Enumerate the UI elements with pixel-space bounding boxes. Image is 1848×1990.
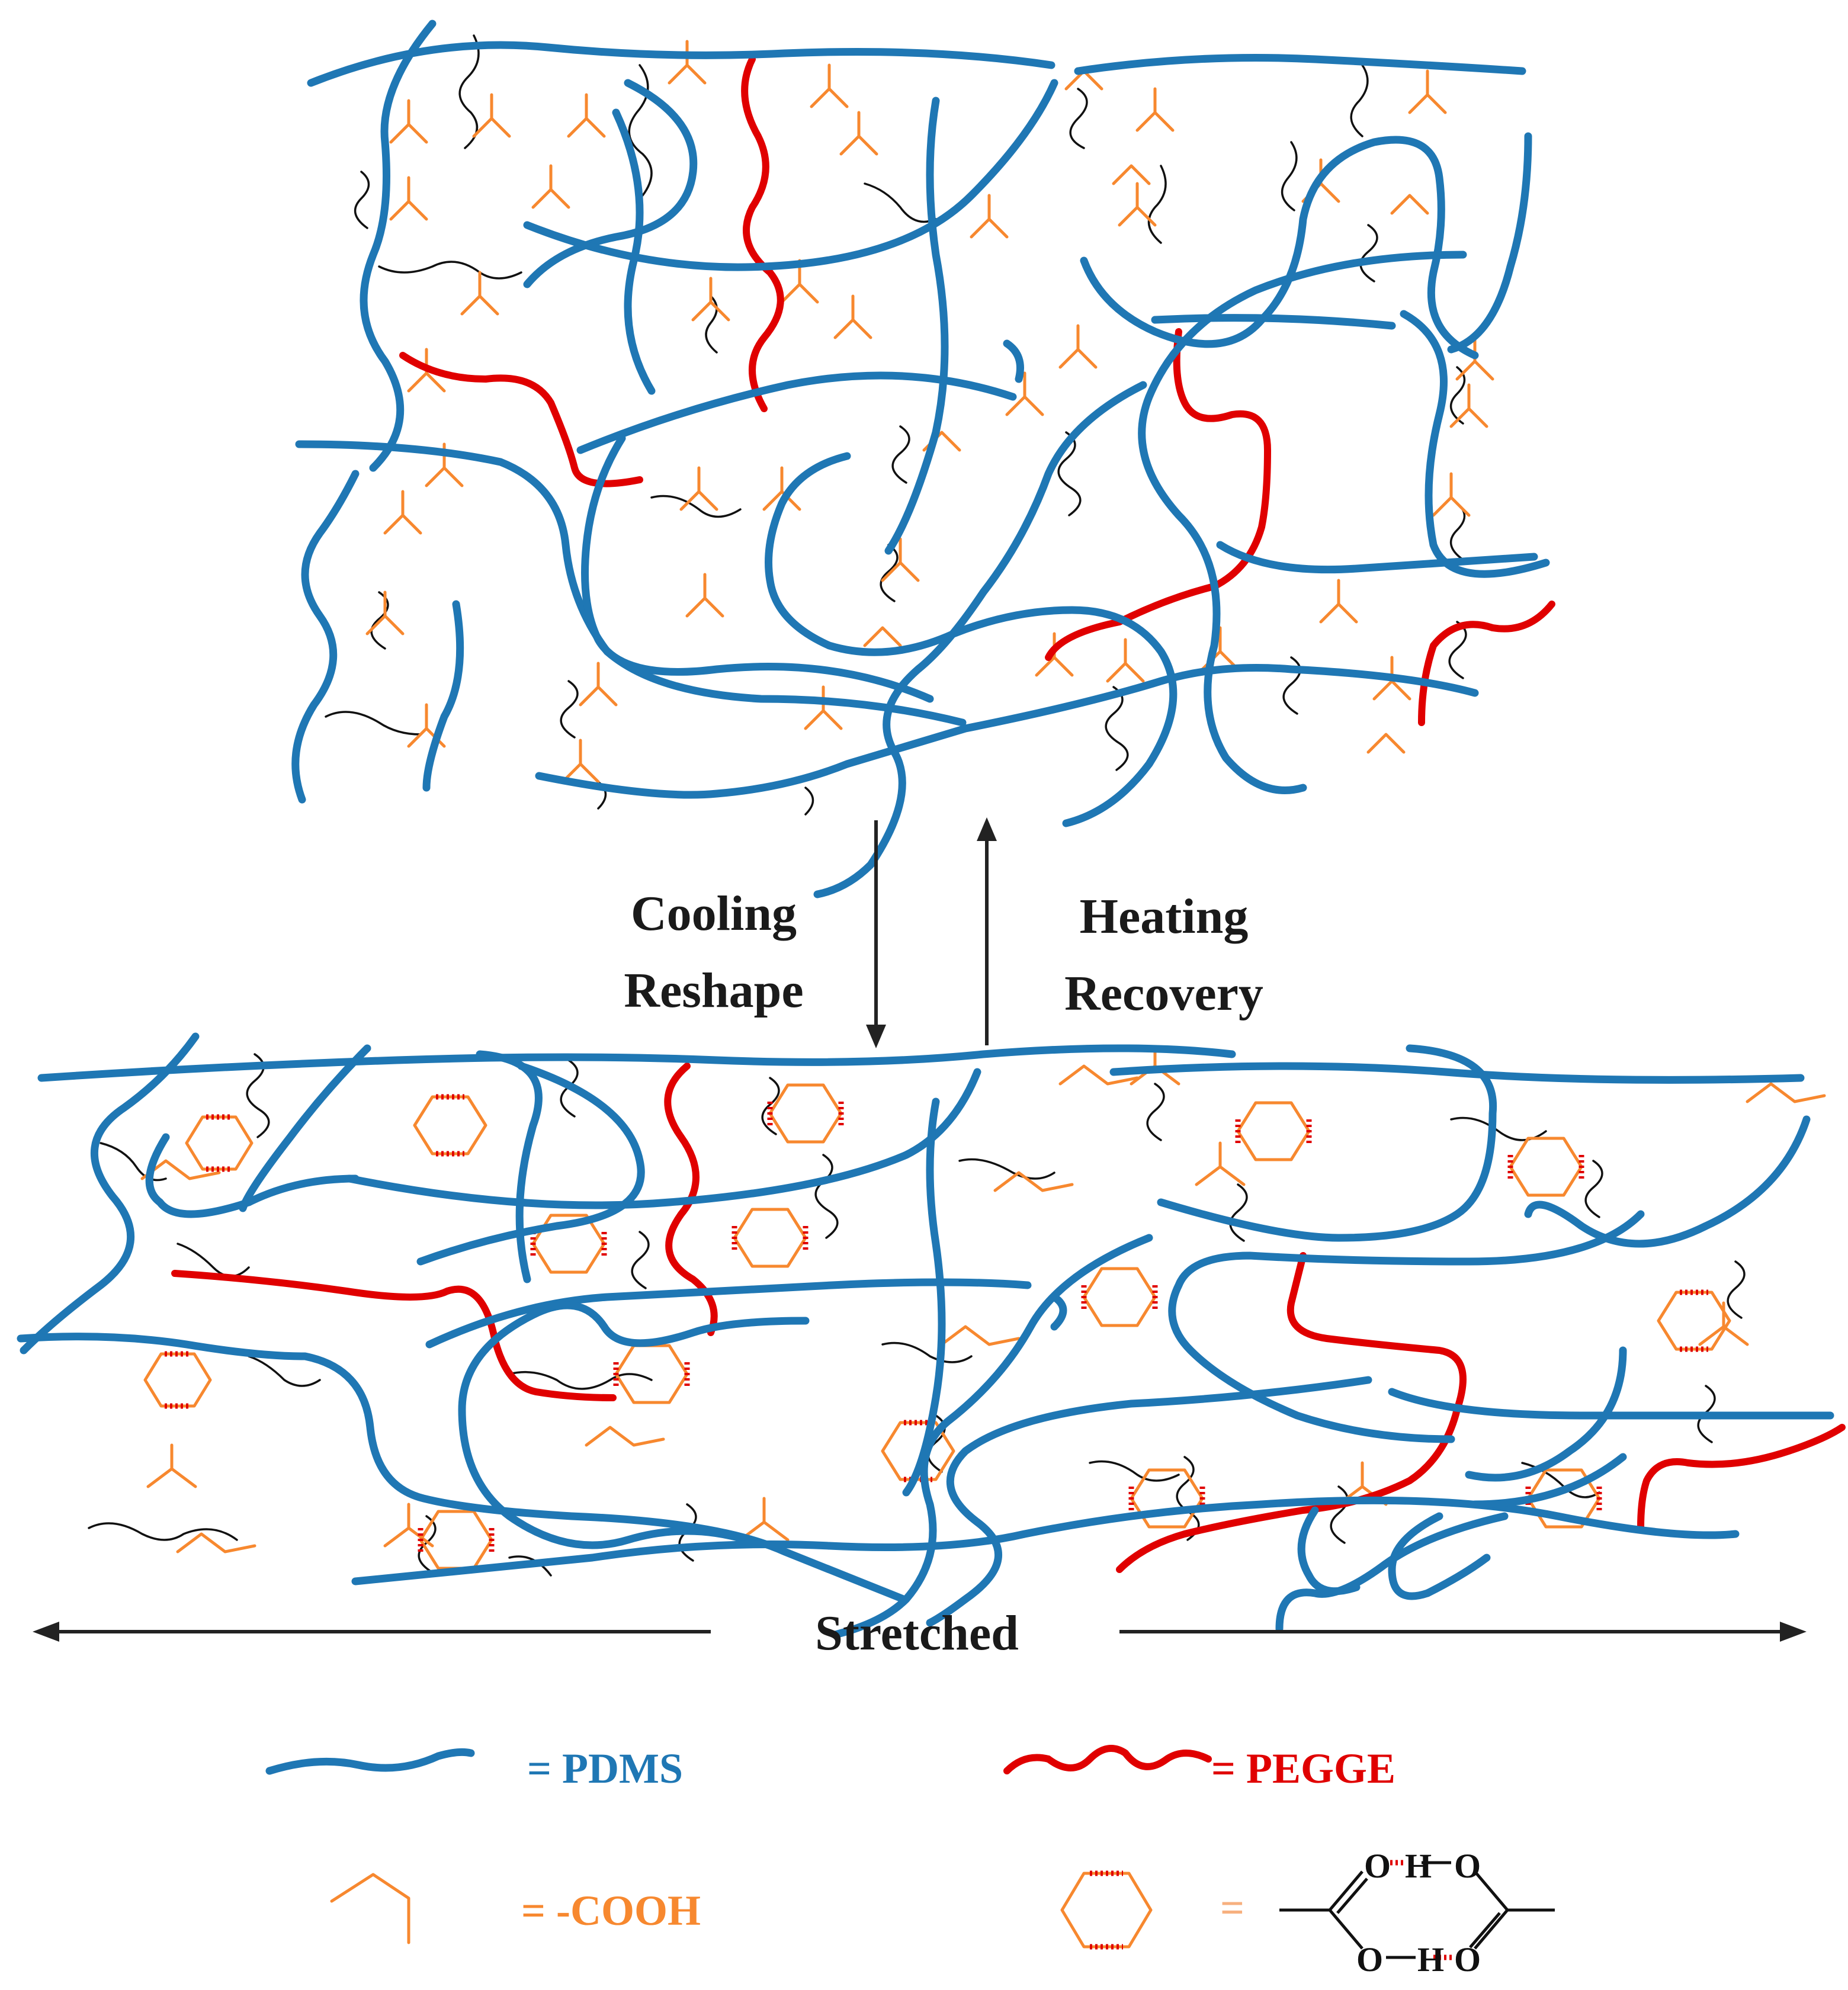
stretched-arrow bbox=[33, 1622, 1807, 1642]
dimer-o-top-left: O bbox=[1364, 1847, 1391, 1885]
pdms-chains-bottom bbox=[17, 1032, 1834, 1639]
dimer-ring bbox=[1128, 1468, 1205, 1529]
pdms-legend-label: = PDMS bbox=[527, 1745, 683, 1792]
dimer-structure: O H O O H O bbox=[1279, 1847, 1555, 1979]
dimer-o-bottom-left: O bbox=[1356, 1940, 1383, 1979]
stretched-label: Stretched bbox=[815, 1606, 1019, 1661]
pdms-chains-top bbox=[291, 20, 1550, 898]
legend-dimer: = O H O O H O bbox=[1060, 1847, 1555, 1979]
legend-cooh: = -COOH bbox=[330, 1873, 701, 1944]
dimer-ring bbox=[530, 1214, 607, 1274]
relaxed-network bbox=[291, 20, 1555, 898]
crosslinks-bottom bbox=[88, 1053, 1746, 1577]
down-arrow-head bbox=[866, 1025, 886, 1048]
pdms-swatch bbox=[265, 1748, 475, 1775]
dimer-ring bbox=[767, 1083, 844, 1144]
cooh-dimers-bottom bbox=[143, 1083, 1731, 1570]
dimer-ring bbox=[1507, 1137, 1584, 1197]
dimer-ring bbox=[413, 1094, 487, 1157]
left-arrow-head bbox=[33, 1622, 59, 1642]
dimer-ring-swatch bbox=[1060, 1870, 1153, 1950]
dimer-ring bbox=[143, 1351, 212, 1409]
up-arrow-head bbox=[977, 817, 997, 841]
crosslinks-top bbox=[325, 34, 1467, 816]
cooling-label: Cooling bbox=[631, 886, 797, 941]
dimer-o-bottom-right: O bbox=[1454, 1940, 1481, 1979]
dimer-o-top-right: O bbox=[1454, 1847, 1481, 1885]
dimer-h-top: H bbox=[1405, 1847, 1432, 1885]
dimer-ring bbox=[185, 1114, 254, 1172]
pegge-swatch bbox=[1003, 1745, 1212, 1774]
recovery-label: Recovery bbox=[1064, 966, 1263, 1021]
stretched-network bbox=[17, 1032, 1846, 1639]
pegge-legend-label: = PEGGE bbox=[1211, 1745, 1395, 1792]
dimer-ring bbox=[1235, 1101, 1312, 1161]
legend-pegge: = PEGGE bbox=[1003, 1745, 1395, 1792]
right-arrow-head bbox=[1780, 1622, 1807, 1642]
heating-label: Heating bbox=[1080, 889, 1249, 944]
cooh-groups-bottom bbox=[140, 1047, 1826, 1554]
dimer-ring bbox=[1657, 1289, 1731, 1352]
dimer-ring bbox=[1081, 1267, 1158, 1327]
dimer-ring bbox=[418, 1510, 495, 1570]
legend-pdms: = PDMS bbox=[265, 1745, 683, 1792]
cooh-swatch bbox=[330, 1873, 410, 1944]
transition-arrows bbox=[866, 817, 997, 1048]
reshape-label: Reshape bbox=[624, 963, 803, 1018]
dimer-ring bbox=[732, 1208, 808, 1268]
cooh-legend-label: = -COOH bbox=[521, 1887, 701, 1934]
legend: = PDMS = PEGGE = -COOH = bbox=[265, 1745, 1555, 1979]
dimer-h-bottom: H bbox=[1417, 1940, 1444, 1979]
dimer-equals: = bbox=[1220, 1884, 1244, 1931]
